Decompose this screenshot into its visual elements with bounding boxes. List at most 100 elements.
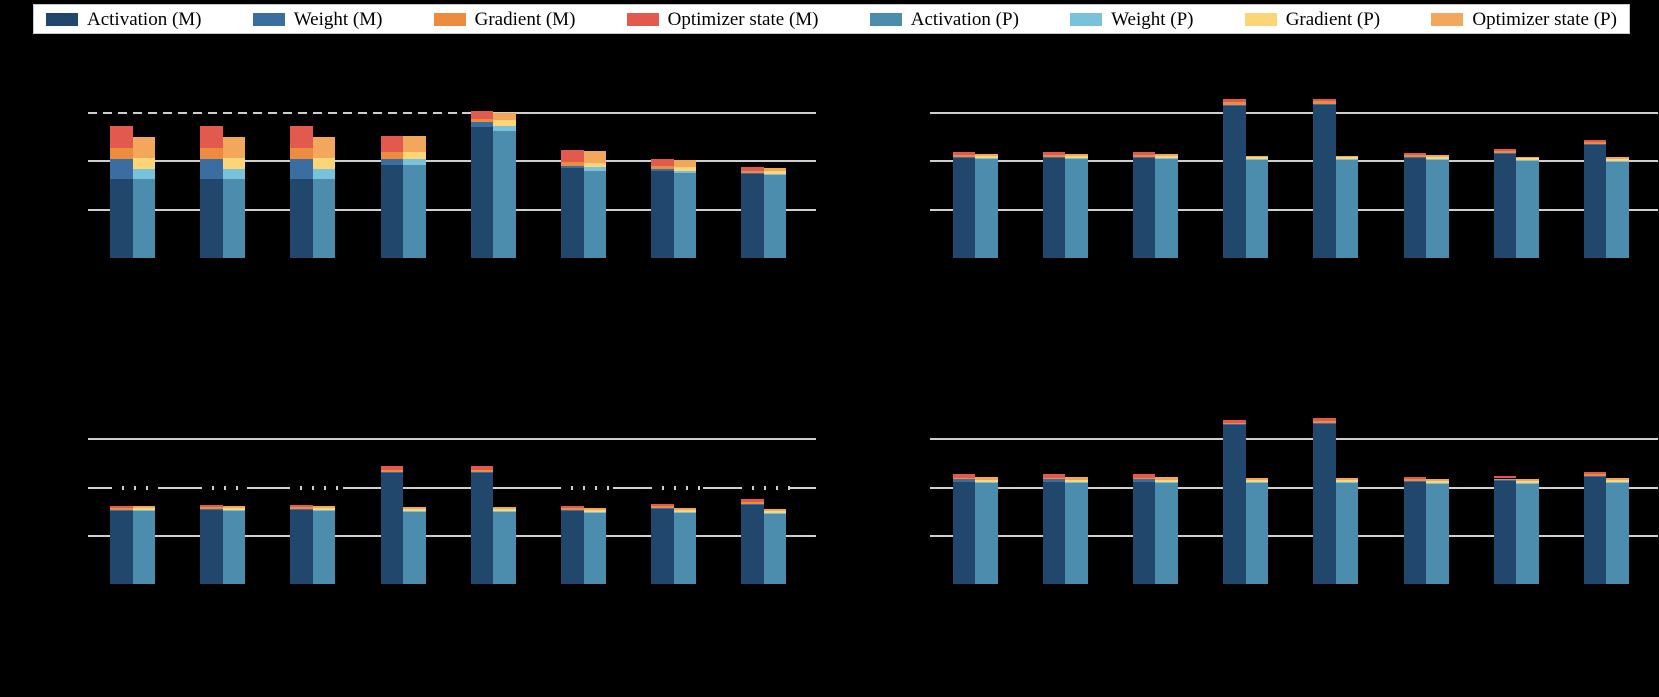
segment-gradient-m-group-2 [1042, 155, 1066, 157]
segment-optimizer-p-group-5 [493, 507, 516, 510]
segment-activation-m-group-1 [952, 481, 975, 584]
segment-weight-m-group-4 [380, 471, 404, 473]
segment-optimizer-p-group-7 [1516, 156, 1539, 159]
segment-activation-p-group-7 [1516, 483, 1539, 584]
segment-weight-m-group-2 [200, 508, 223, 510]
segment-gradient-p-group-6 [583, 163, 606, 168]
chart-legend: Activation (M)Weight (M)Gradient (M)Opti… [33, 4, 1630, 34]
segment-activation-p-group-8 [763, 513, 787, 584]
segment-optimizer-p-group-4 [403, 507, 426, 510]
segment-activation-p-group-2 [1065, 158, 1088, 258]
segment-weight-p-group-1 [132, 169, 155, 180]
segment-weight-m-group-6 [1403, 156, 1426, 158]
segment-optimizer-p-group-8 [763, 168, 787, 171]
segment-optimizer-m-group-4 [1223, 99, 1246, 103]
segment-optimizer-m-group-5 [470, 465, 494, 470]
segment-activation-p-group-3 [312, 179, 336, 258]
segment-gradient-p-group-4 [1245, 479, 1269, 482]
gridline [88, 112, 462, 114]
segment-activation-p-group-7 [1516, 161, 1539, 258]
segment-optimizer-p-group-4 [1245, 155, 1269, 158]
segment-activation-p-group-6 [1426, 483, 1449, 584]
segment-activation-p-group-5 [1335, 160, 1359, 258]
segment-activation-p-group-2 [222, 510, 246, 584]
legend-label: Optimizer state (P) [1472, 8, 1617, 30]
segment-weight-m-group-5 [470, 122, 494, 128]
segment-gradient-m-group-8 [741, 171, 764, 173]
segment-activation-m-group-4 [380, 165, 404, 258]
segment-optimizer-m-group-5 [470, 111, 494, 120]
segment-activation-p-group-3 [1155, 158, 1178, 258]
segment-weight-p-group-3 [312, 169, 336, 180]
segment-optimizer-p-group-2 [222, 137, 246, 158]
segment-gradient-p-group-7 [673, 167, 697, 171]
segment-activation-m-group-4 [1223, 106, 1246, 258]
segment-weight-p-group-1 [975, 157, 998, 159]
gridline [930, 208, 1658, 211]
segment-gradient-p-group-6 [583, 510, 606, 512]
gridline-text-gap-artifact [561, 485, 613, 490]
segment-activation-m-group-1 [110, 510, 133, 584]
segment-activation-m-group-7 [1493, 480, 1517, 584]
segment-gradient-p-group-4 [1245, 157, 1269, 160]
segment-activation-p-group-8 [1606, 482, 1629, 584]
segment-activation-p-group-5 [493, 511, 516, 584]
segment-weight-m-group-4 [1223, 105, 1246, 107]
segment-activation-m-group-3 [1132, 481, 1156, 584]
legend-swatch-gradient-m [433, 12, 466, 26]
segment-weight-p-group-8 [1606, 161, 1629, 163]
legend-swatch-optimizer-p [1431, 12, 1464, 26]
segment-gradient-p-group-5 [493, 509, 516, 511]
segment-weight-m-group-5 [1313, 422, 1336, 424]
segment-weight-p-group-5 [493, 510, 516, 512]
segment-weight-m-group-4 [380, 159, 404, 166]
segment-optimizer-p-group-2 [222, 506, 246, 509]
segment-optimizer-p-group-4 [1245, 477, 1269, 480]
segment-activation-p-group-1 [132, 179, 155, 258]
segment-gradient-m-group-7 [651, 166, 674, 170]
segment-gradient-m-group-8 [1583, 142, 1607, 145]
segment-gradient-m-group-5 [470, 119, 494, 123]
segment-optimizer-m-group-2 [200, 126, 223, 148]
segment-weight-m-group-3 [290, 508, 313, 510]
gridline [930, 112, 1658, 114]
legend-swatch-activation-m [46, 12, 78, 26]
segment-gradient-p-group-2 [1065, 156, 1088, 158]
segment-gradient-p-group-8 [763, 511, 787, 513]
segment-optimizer-m-group-5 [1313, 98, 1336, 102]
segment-weight-p-group-2 [1065, 481, 1088, 483]
segment-activation-m-group-3 [1132, 157, 1156, 258]
segment-weight-m-group-4 [1223, 424, 1246, 426]
segment-optimizer-m-group-7 [651, 158, 674, 167]
segment-optimizer-m-group-8 [1583, 140, 1607, 143]
segment-gradient-p-group-5 [1335, 157, 1359, 160]
segment-optimizer-m-group-2 [1042, 152, 1066, 156]
segment-weight-m-group-7 [1493, 479, 1517, 481]
legend-swatch-weight-m [252, 12, 285, 26]
legend-label: Optimizer state (M) [667, 8, 819, 30]
segment-gradient-p-group-2 [1065, 479, 1088, 482]
segment-optimizer-p-group-5 [493, 112, 516, 120]
segment-optimizer-p-group-8 [763, 509, 787, 512]
segment-optimizer-m-group-5 [1313, 418, 1336, 422]
gridline [88, 208, 816, 211]
segment-weight-p-group-6 [583, 511, 606, 513]
segment-activation-m-group-6 [1403, 157, 1426, 258]
segment-weight-m-group-8 [741, 172, 764, 174]
segment-activation-p-group-8 [1606, 162, 1629, 258]
gridline-text-gap-artifact [290, 485, 343, 490]
segment-activation-p-group-1 [975, 158, 998, 258]
segment-gradient-p-group-8 [1606, 159, 1629, 162]
segment-weight-m-group-5 [470, 471, 494, 473]
segment-gradient-p-group-6 [1426, 480, 1449, 483]
segment-weight-p-group-4 [1245, 159, 1269, 161]
segment-weight-p-group-7 [673, 171, 697, 173]
segment-weight-p-group-6 [1426, 482, 1449, 484]
segment-weight-m-group-5 [1313, 104, 1336, 106]
segment-weight-p-group-1 [975, 481, 998, 483]
segment-optimizer-m-group-4 [380, 136, 404, 153]
gridline-text-gap-artifact [742, 485, 790, 490]
legend-label: Activation (M) [87, 8, 202, 30]
segment-activation-m-group-4 [1223, 425, 1246, 584]
